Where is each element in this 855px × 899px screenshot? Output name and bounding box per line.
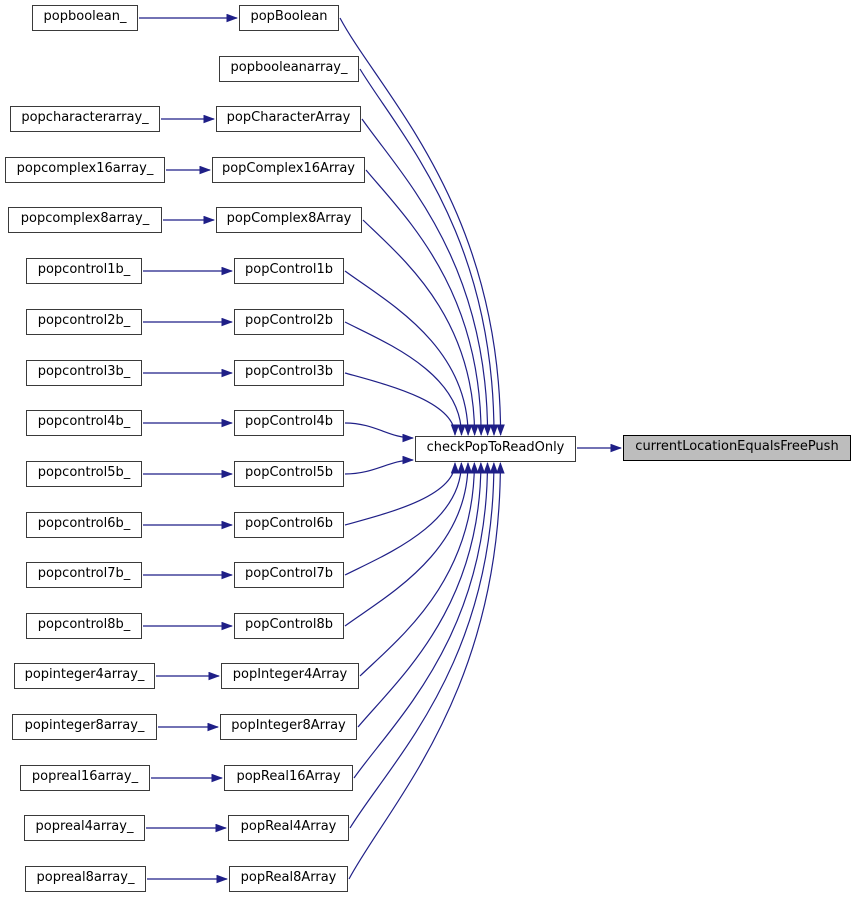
- call-edge: [348, 462, 505, 880]
- node-popControl8b[interactable]: popControl8b: [234, 613, 344, 639]
- node-popcontrol7b_[interactable]: popcontrol7b_: [26, 562, 142, 588]
- call-edge: [361, 118, 492, 436]
- node-popcontrol3b_[interactable]: popcontrol3b_: [26, 360, 142, 386]
- node-popControl6b[interactable]: popControl6b: [234, 512, 344, 538]
- node-popcharacterarray_[interactable]: popcharacterarray_: [10, 106, 160, 132]
- call-edge: [344, 422, 414, 443]
- node-popbooleanarray_[interactable]: popbooleanarray_: [219, 56, 359, 82]
- node-popcontrol2b_[interactable]: popcontrol2b_: [26, 309, 142, 335]
- node-popinteger8array_[interactable]: popinteger8array_: [12, 714, 157, 740]
- node-popreal8array_[interactable]: popreal8array_: [25, 866, 146, 892]
- call-edge: [359, 462, 479, 677]
- node-popcontrol4b_[interactable]: popcontrol4b_: [26, 410, 142, 436]
- call-edge: [344, 321, 466, 436]
- node-popReal4Array[interactable]: popReal4Array: [228, 815, 349, 841]
- node-popControl3b[interactable]: popControl3b: [234, 360, 344, 386]
- call-edge: [344, 462, 466, 576]
- node-currentLocationEqualsFreePush[interactable]: currentLocationEqualsFreePush: [623, 435, 851, 461]
- call-edge: [357, 462, 486, 728]
- node-popcomplex8array_[interactable]: popcomplex8array_: [8, 207, 162, 233]
- call-edge: [344, 455, 414, 475]
- call-edge: [339, 17, 505, 436]
- node-popControl1b[interactable]: popControl1b: [234, 258, 344, 284]
- call-edge: [344, 462, 460, 526]
- node-popcontrol6b_[interactable]: popcontrol6b_: [26, 512, 142, 538]
- call-edge: [362, 219, 479, 436]
- node-checkPopToReadOnly[interactable]: checkPopToReadOnly: [415, 436, 576, 462]
- node-popInteger8Array[interactable]: popInteger8Array: [220, 714, 357, 740]
- node-popBoolean[interactable]: popBoolean: [239, 5, 339, 31]
- node-popReal16Array[interactable]: popReal16Array: [224, 765, 353, 791]
- call-edge: [349, 462, 499, 829]
- node-popControl2b[interactable]: popControl2b: [234, 309, 344, 335]
- node-popCharacterArray[interactable]: popCharacterArray: [216, 106, 361, 132]
- call-edge: [344, 270, 473, 436]
- node-popboolean_[interactable]: popboolean_: [32, 5, 138, 31]
- node-popReal8Array[interactable]: popReal8Array: [229, 866, 348, 892]
- call-edge: [359, 68, 499, 436]
- node-popcontrol8b_[interactable]: popcontrol8b_: [26, 613, 142, 639]
- node-popComplex16Array[interactable]: popComplex16Array: [212, 157, 365, 183]
- node-popcontrol5b_[interactable]: popcontrol5b_: [26, 461, 142, 487]
- node-popInteger4Array[interactable]: popInteger4Array: [221, 663, 359, 689]
- call-edge: [344, 462, 473, 627]
- call-edge: [353, 462, 492, 779]
- node-popControl7b[interactable]: popControl7b: [234, 562, 344, 588]
- call-edge: [344, 372, 460, 436]
- node-popreal4array_[interactable]: popreal4array_: [24, 815, 145, 841]
- node-popControl5b[interactable]: popControl5b: [234, 461, 344, 487]
- node-popComplex8Array[interactable]: popComplex8Array: [216, 207, 362, 233]
- call-edge: [365, 169, 486, 436]
- node-popcomplex16array_[interactable]: popcomplex16array_: [5, 157, 165, 183]
- node-popinteger4array_[interactable]: popinteger4array_: [14, 663, 155, 689]
- node-popreal16array_[interactable]: popreal16array_: [20, 765, 150, 791]
- node-popControl4b[interactable]: popControl4b: [234, 410, 344, 436]
- node-popcontrol1b_[interactable]: popcontrol1b_: [26, 258, 142, 284]
